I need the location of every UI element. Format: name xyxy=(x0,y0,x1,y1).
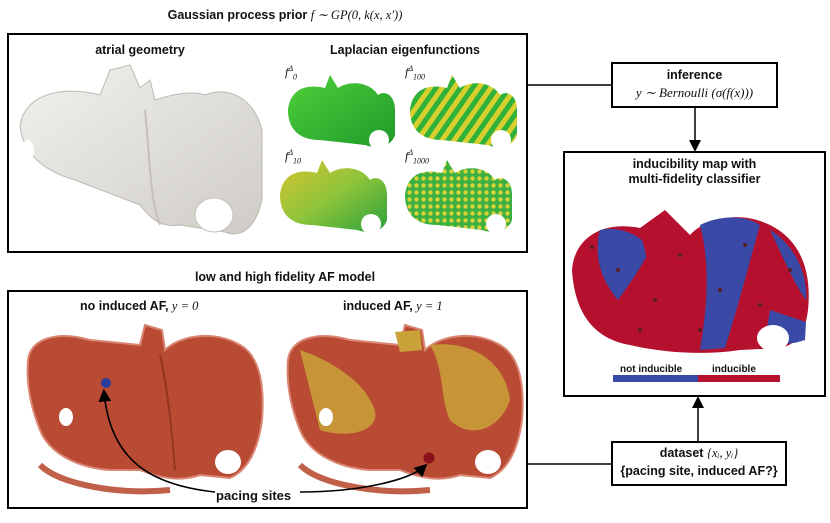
model-left-math: y = 0 xyxy=(171,299,199,313)
eigen-sub-100: 100 xyxy=(413,72,426,82)
inference-box xyxy=(611,62,778,108)
pacing-dot-right xyxy=(423,452,435,464)
eigenfunction-f0 xyxy=(288,75,395,150)
eigen-label-0: fΔ0 xyxy=(285,64,298,82)
inference-title: inference xyxy=(666,68,723,82)
legend-right-label: inducible xyxy=(712,364,756,375)
eigen-sup-0: Δ xyxy=(288,64,294,73)
eigen-sub-10: 10 xyxy=(293,156,302,166)
eigen-label-100: fΔ100 xyxy=(405,64,426,82)
model-title: low and high fidelity AF model xyxy=(194,270,376,284)
map-title-1: inducibility map with xyxy=(632,157,757,171)
dataset-title: dataset {xᵢ, yᵢ} xyxy=(611,446,787,461)
pacing-arrow-left xyxy=(98,388,216,493)
eigen-sub-0: 0 xyxy=(293,72,298,82)
eigenfunction-f1000 xyxy=(405,160,512,234)
model-left-label: no induced AF, y = 0 xyxy=(80,299,198,314)
eigen-sub-1000: 1000 xyxy=(413,156,430,166)
af-model-high xyxy=(286,323,524,495)
eigenfunction-f10 xyxy=(280,160,387,234)
model-right-math: y = 1 xyxy=(416,299,443,313)
pacing-arrow-right xyxy=(299,463,428,493)
eigenfunction-f100 xyxy=(410,75,517,150)
dataset-title-math: {xᵢ, yᵢ} xyxy=(706,446,739,460)
prior-title: Gaussian process prior f ∼ GP(0, k(x, x′… xyxy=(150,7,420,23)
eigen-label: Laplacian eigenfunctions xyxy=(329,43,481,57)
atrial-geometry xyxy=(19,64,263,235)
inference-formula: y ∼ Bernoulli (σ(f(x))) xyxy=(635,85,754,100)
eigen-label-10: fΔ10 xyxy=(285,148,302,166)
prior-title-math: f ∼ GP(0, k(x, x′)) xyxy=(310,8,403,22)
geometry-label: atrial geometry xyxy=(95,43,185,57)
af-model-low xyxy=(26,323,264,495)
prior-title-text: Gaussian process prior xyxy=(167,8,308,22)
eigen-sup-10: Δ xyxy=(288,148,294,157)
eigen-label-1000: fΔ1000 xyxy=(405,148,430,166)
legend-bar-not-inducible xyxy=(613,375,698,382)
dataset-box xyxy=(611,441,787,486)
model-left-text: no induced AF, xyxy=(80,299,169,313)
pacing-dot-left xyxy=(101,378,111,388)
inducibility-map xyxy=(572,210,809,353)
legend-bar-inducible xyxy=(698,375,780,382)
eigen-sup-100: Δ xyxy=(408,64,414,73)
eigen-sup-1000: Δ xyxy=(408,148,414,157)
map-title-2: multi-fidelity classifier xyxy=(628,172,761,186)
model-right-label: induced AF, y = 1 xyxy=(343,299,443,314)
pacing-sites-label: pacing sites xyxy=(216,488,292,503)
dataset-title-text: dataset xyxy=(659,446,704,460)
dataset-line2: {pacing site, induced AF?} xyxy=(620,464,778,478)
model-right-text: induced AF, xyxy=(343,299,413,313)
legend-left-label: not inducible xyxy=(620,364,683,375)
